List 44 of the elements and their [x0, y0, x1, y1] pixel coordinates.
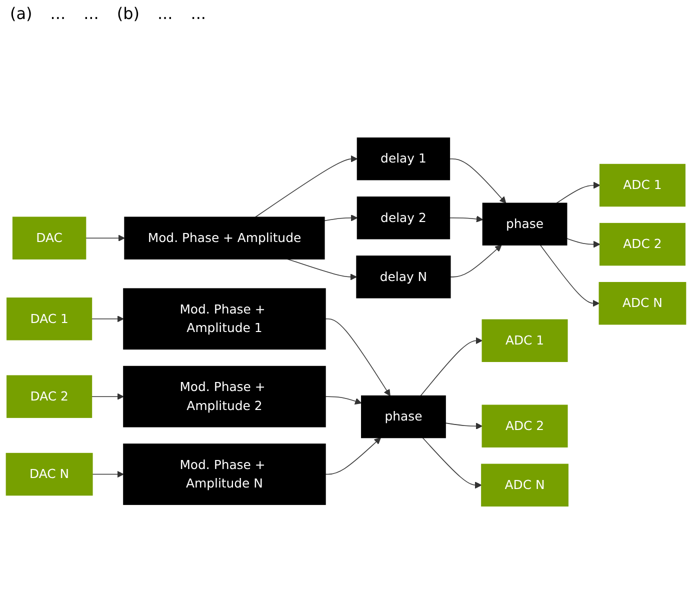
arrow: [324, 214, 358, 222]
node-box: DAC 2: [6, 375, 92, 418]
node-box: phase: [361, 395, 446, 438]
arrow: [450, 244, 502, 278]
node-box: DAC 1: [6, 298, 92, 340]
arrow: [325, 437, 381, 475]
arrow: [556, 182, 600, 204]
node-box: Mod. Phase + Amplitude N: [123, 444, 326, 505]
arrow: [445, 422, 482, 430]
node-box: ADC 1: [482, 319, 568, 362]
node-box: Mod. Phase + Amplitude 2: [123, 366, 326, 428]
note-text: ...: [50, 4, 66, 25]
arrow: [449, 158, 506, 204]
arrow: [92, 470, 124, 478]
arrow: [287, 258, 357, 280]
note-text: (a): [10, 4, 32, 25]
arrow: [91, 393, 124, 400]
node-box: ADC 1: [599, 164, 686, 207]
arrow: [325, 318, 390, 396]
arrow: [422, 437, 482, 489]
node-box: delay 2: [356, 196, 450, 240]
node-box: ADC 2: [482, 404, 568, 448]
node-box: ADC N: [481, 464, 568, 507]
node-box: delay 1: [356, 137, 450, 180]
node-box: Mod. Phase + Amplitude: [124, 216, 325, 260]
note-text: (b): [116, 4, 140, 25]
arrow: [85, 234, 125, 242]
note-text: ...: [157, 4, 173, 25]
arrow: [566, 238, 600, 248]
note-text: ...: [84, 4, 99, 25]
arrow: [540, 244, 600, 307]
note-text: ...: [190, 4, 206, 25]
node-box: ADC 2: [599, 222, 686, 266]
node-box: DAC N: [6, 452, 93, 496]
node-box: delay N: [356, 256, 451, 298]
node-box: DAC: [12, 216, 86, 260]
node-box: ADC N: [598, 282, 686, 325]
arrow: [420, 337, 482, 396]
arrow: [254, 155, 358, 218]
arrow: [449, 216, 484, 222]
arrow: [91, 315, 124, 322]
arrow: [325, 396, 362, 405]
node-box: phase: [482, 202, 568, 246]
node-box: Mod. Phase + Amplitude 1: [123, 288, 326, 350]
